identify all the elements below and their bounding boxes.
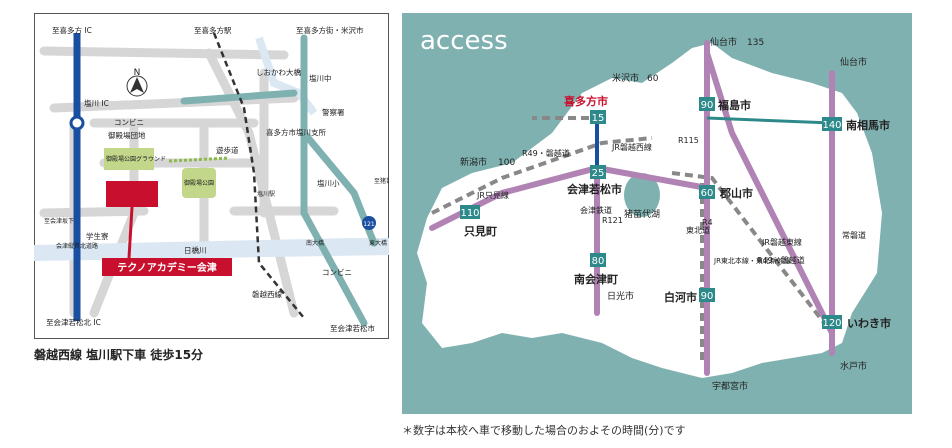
lbl-yonezawa: 米沢市 — [612, 72, 639, 84]
lbl-bridge: しおかわ大橋 — [256, 67, 301, 77]
lbl-utsunomiya: 宇都宮市 — [712, 380, 748, 392]
local-map: テクノアカデミー会津 N 121 至喜多方 IC 至喜多方駅 至喜多方街・米沢市… — [34, 13, 389, 339]
badge-minamiaizu: 80 — [592, 256, 605, 267]
lbl-banetsusaisen: JR磐越西線 — [611, 142, 652, 152]
lbl-top-right: 至喜多方街・米沢市 — [296, 25, 364, 35]
lbl-r4: R4 — [702, 218, 713, 227]
lbl-park: 御殿場公園グラウンド — [106, 155, 166, 163]
lbl-tohoku-do: 東北道 — [686, 225, 710, 235]
lbl-es: 塩川小 — [317, 178, 340, 188]
lbl-minamisoma: 南相馬市 — [846, 118, 890, 132]
lbl-conbini2: コンビニ — [322, 268, 352, 277]
badge-minamisoma: 140 — [822, 120, 841, 131]
lbl-sendai-t: 仙台市 — [710, 36, 737, 48]
lbl-kitakata: 喜多方市 — [564, 94, 608, 108]
park-area — [104, 148, 154, 170]
badge-iwaki: 120 — [822, 318, 841, 329]
lbl-niigata-t: 100 — [498, 158, 515, 168]
lbl-branch: 喜多方市塩川支所 — [266, 127, 326, 137]
school-label: テクノアカデミー会津 — [117, 261, 216, 274]
lbl-koriyama: 郡山市 — [719, 186, 753, 200]
lbl-right-road: 至猪苗代市 — [374, 177, 389, 185]
lbl-niigata: 新潟市 — [460, 156, 487, 168]
lbl-dorm: 学生寮 — [86, 231, 109, 241]
lbl-bottom-right: 至会津若松市 — [330, 323, 375, 333]
lbl-jhs: 塩川中 — [309, 73, 332, 83]
lbl-river: 日橋川 — [184, 245, 207, 255]
badge-koriyama: 60 — [701, 188, 714, 199]
lbl-nikko: 日光市 — [607, 290, 634, 302]
lbl-r49: R49・磐越道 — [522, 148, 570, 158]
river-shape — [34, 238, 389, 261]
lbl-sendai-r: 仙台市 — [840, 56, 867, 68]
badge-tadami: 110 — [460, 208, 479, 219]
lbl-bottom-left: 至会津若松北 IC — [46, 317, 101, 327]
lbl-park-area: 御殿場団地 — [108, 130, 146, 140]
badge-shirakawa: 90 — [701, 291, 714, 302]
caption: 磐越西線 塩川駅下車 徒歩15分 — [34, 348, 204, 362]
lbl-top-station: 至喜多方駅 — [194, 25, 232, 35]
route-121: 121 — [363, 221, 375, 228]
lbl-police: 警察署 — [322, 107, 345, 117]
access-title: access — [420, 26, 508, 56]
goten-park-area — [182, 168, 216, 198]
lbl-left-road: 至会津坂下 — [44, 217, 74, 225]
badge-kitakata: 15 — [592, 113, 605, 124]
lbl-goten: 御殿場公園 — [184, 179, 214, 187]
lbl-shirakawa: 白河市 — [664, 290, 697, 304]
school-label-box — [102, 258, 232, 276]
badges: 15 25 90 60 90 80 140 120 110 — [460, 97, 842, 329]
lbl-yonezawa-t: 60 — [647, 74, 659, 84]
lbl-iwaki: いわき市 — [847, 316, 891, 330]
lake — [624, 173, 660, 217]
lbl-tadami-line: JR只見線 — [476, 190, 509, 200]
lbl-tadami: 只見町 — [464, 225, 497, 238]
lbl-mito: 水戸市 — [840, 360, 867, 372]
lbl-higashi: 東大橋 — [369, 239, 387, 247]
school-building — [106, 181, 158, 207]
lbl-ic: 塩川 IC — [84, 98, 109, 108]
north-label: N — [134, 68, 141, 78]
lbl-inawashiro: 猪苗代湖 — [624, 208, 660, 220]
railway — [212, 32, 305, 319]
access-map: access 15 25 90 60 90 80 140 120 110 喜多方… — [402, 13, 912, 414]
lbl-left-road2: 会津縦貫北道路 — [56, 242, 98, 250]
lbl-aizu: 会津若松市 — [567, 182, 622, 196]
lbl-banetsu-east: JR磐越東線 — [761, 237, 802, 247]
lbl-minami: 南大橋 — [306, 239, 324, 247]
lbl-r115: R115 — [678, 136, 699, 145]
footnote: ＊数字は本校へ車で移動した場合のおよその時間(分)です — [402, 424, 686, 437]
lbl-sta: 塩川駅 — [257, 190, 275, 198]
lbl-fukushima: 福島市 — [717, 98, 751, 112]
badge-aizu: 25 — [592, 168, 605, 179]
lbl-tohoku-line: JR東北本線・東北新幹線 — [713, 256, 791, 265]
lbl-conbini1: コンビニ — [114, 118, 144, 127]
lbl-walk: 遊歩道 — [216, 145, 239, 155]
lbl-sendai-n: 135 — [747, 38, 764, 48]
lbl-minamiaizu: 南会津町 — [574, 272, 618, 286]
badge-fukushima: 90 — [701, 100, 714, 111]
lbl-line: 磐越西線 — [252, 289, 282, 299]
lbl-top-left: 至喜多方 IC — [52, 25, 92, 35]
lbl-r49b: R49・磐越道 — [757, 255, 805, 265]
lbl-aizu-tetsudo: 会津鉄道 — [580, 205, 612, 215]
lbl-joban: 常磐道 — [842, 230, 866, 240]
lbl-r121: R121 — [602, 216, 623, 225]
